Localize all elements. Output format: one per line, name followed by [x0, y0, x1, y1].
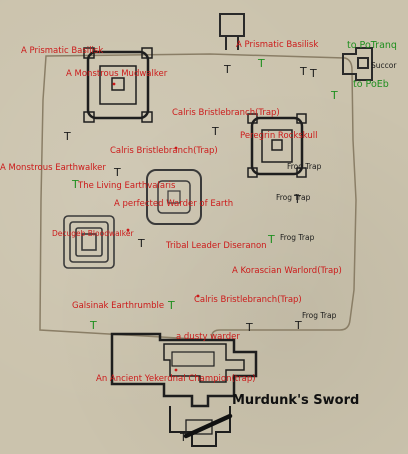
- zone-boundary: [39, 53, 357, 341]
- spawn-marker-icon: T: [64, 130, 71, 143]
- label-monstrous-earthwalker: A Monstrous Earthwalker: [0, 163, 106, 173]
- spawn-marker-icon: T: [294, 193, 301, 206]
- spawn-marker-icon: T: [295, 319, 302, 332]
- label-succor: Succor: [371, 61, 397, 70]
- label-calris-trap-3: Calris Bristlebranch(Trap): [194, 295, 302, 305]
- label-calris-trap-2: Calris Bristlebranch(Trap): [110, 146, 218, 156]
- exit-marker-icon: T: [258, 57, 265, 70]
- label-dusty-warder: a dusty warder: [176, 332, 240, 342]
- spawn-marker-icon: T: [180, 431, 187, 444]
- label-korascian-warlord: A Korascian Warlord(Trap): [232, 266, 342, 276]
- label-galsinak: Galsinak Earthrumble: [72, 301, 165, 311]
- label-to-poeb: to PoEb: [353, 79, 389, 90]
- exit-marker-icon: T: [268, 233, 275, 246]
- label-frog-trap-1: Frog Trap: [287, 162, 322, 171]
- exit-marker-icon: T: [72, 178, 79, 191]
- spawn-dots: [112, 82, 200, 372]
- label-prismatic-basilisk-east: A Prismatic Basilisk: [236, 40, 319, 50]
- west-pit: [63, 215, 115, 269]
- label-decugeb-bloodwalker: Decugeb Bloodwalker: [52, 229, 134, 238]
- sword-icon: [183, 413, 233, 439]
- label-tribal-leader: Tribal Leader Diseranon: [166, 241, 267, 251]
- label-ancient-champion: An Ancient Yekerdnal Champion(trap): [96, 374, 256, 384]
- spawn-marker-icon: T: [138, 237, 145, 250]
- spawn-marker-icon: T: [212, 125, 219, 138]
- exit-marker-icon: T: [90, 319, 97, 332]
- label-frog-trap-4: Frog Trap: [302, 311, 337, 320]
- succor-structure: [342, 47, 373, 81]
- exit-marker-icon: T: [168, 299, 175, 312]
- spawn-marker-icon: T: [114, 166, 121, 179]
- exit-marker-icon: T: [331, 89, 338, 102]
- center-fortress: [146, 169, 202, 225]
- label-peregrin-rockskull: Peregrin Rockskull: [240, 131, 318, 141]
- label-murdunks-sword: Murdunk's Sword: [232, 393, 360, 408]
- label-prismatic-basilisk-west: A Prismatic Basilisk: [21, 46, 104, 56]
- south-complex: [110, 332, 258, 447]
- label-living-earthvalaris: The Living Earthvalaris: [78, 181, 176, 191]
- label-calris-trap-1: Calris Bristlebranch(Trap): [172, 108, 280, 118]
- label-monstrous-mudwalker: A Monstrous Mudwalker: [66, 69, 168, 79]
- spawn-marker-icon: T: [310, 67, 317, 80]
- label-to-potranq: to PoTranq: [347, 40, 397, 51]
- e-fortress: [247, 113, 307, 178]
- nw-fortress: [83, 47, 153, 123]
- label-perfected-warder: A perfected Warder of Earth: [114, 199, 234, 209]
- label-frog-trap-2: Frog Trap: [276, 193, 311, 202]
- label-frog-trap-3: Frog Trap: [280, 233, 315, 242]
- spawn-marker-icon: T: [224, 63, 231, 76]
- north-tower: [219, 13, 245, 50]
- spawn-marker-icon: T: [246, 321, 253, 334]
- spawn-marker-icon: T: [300, 65, 307, 78]
